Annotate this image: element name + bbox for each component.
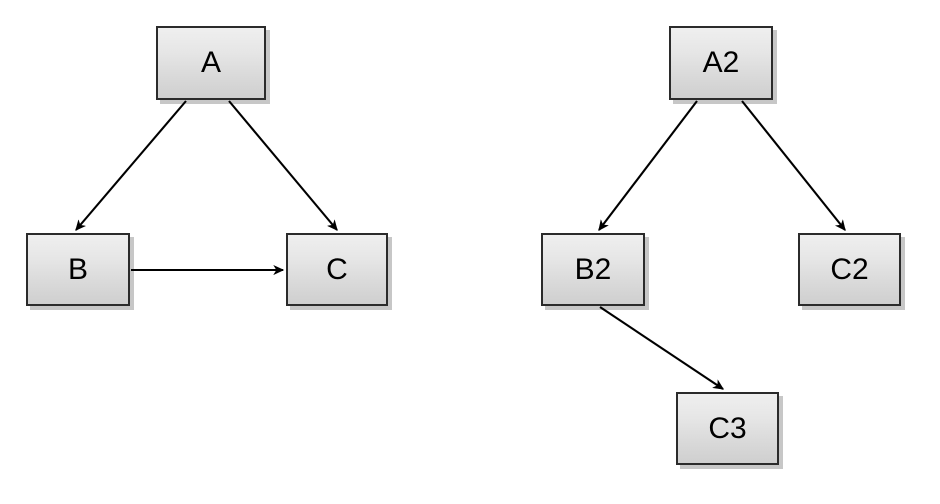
edge-b2-to-c3[interactable] <box>599 306 723 390</box>
node-b2[interactable]: B2 <box>541 233 645 306</box>
node-c2-label: C2 <box>830 252 869 286</box>
node-c[interactable]: C <box>286 233 388 306</box>
node-c2[interactable]: C2 <box>798 233 901 306</box>
node-a2[interactable]: A2 <box>669 26 773 100</box>
node-c3[interactable]: C3 <box>676 392 779 465</box>
node-b[interactable]: B <box>26 233 130 306</box>
edge-a2-to-c2[interactable] <box>741 100 846 230</box>
node-c3-label: C3 <box>708 411 747 445</box>
edge-a-to-b[interactable] <box>75 100 187 230</box>
edge-a2-to-b2[interactable] <box>598 100 698 230</box>
node-b2-label: B2 <box>574 252 612 286</box>
node-a-label: A <box>200 46 221 79</box>
node-a2-label: A2 <box>702 46 740 79</box>
edge-a-to-c[interactable] <box>228 100 338 230</box>
node-a[interactable]: A <box>156 26 266 100</box>
node-b-label: B <box>67 252 88 286</box>
node-c-label: C <box>326 252 348 286</box>
